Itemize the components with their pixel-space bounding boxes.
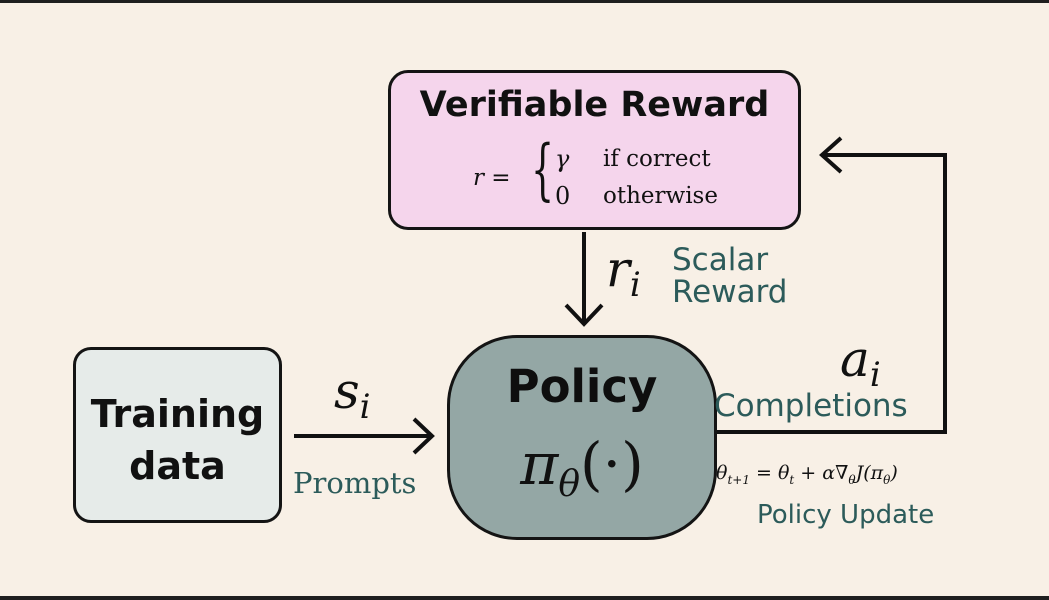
reward-case1-value: γ xyxy=(555,145,570,173)
training-data-box: Training data xyxy=(73,347,282,523)
reward-case2-value: 0 xyxy=(555,182,571,210)
completion-feedback-line xyxy=(717,153,947,434)
reward-title: Verifiable Reward xyxy=(419,85,770,125)
policy-subscript: θ xyxy=(558,464,581,505)
prompt-arrowhead xyxy=(412,417,435,455)
reward-signal-subscript: i xyxy=(629,265,641,305)
policy-title: Policy xyxy=(506,360,658,413)
reward-signal-symbol: ri xyxy=(606,240,641,305)
scalar-reward-label: Scalar Reward xyxy=(672,244,787,308)
feedback-arrowhead xyxy=(819,136,843,174)
policy-update-label: Policy Update xyxy=(757,500,935,530)
training-label-line1: Training xyxy=(90,392,265,436)
training-label-line2: data xyxy=(129,444,226,488)
reward-arrowhead xyxy=(564,303,604,327)
prompts-label: Prompts xyxy=(293,466,417,500)
prompt-subscript: i xyxy=(359,387,371,427)
policy-args: (·) xyxy=(580,430,644,498)
policy-box: Policy πθ(·) xyxy=(447,335,717,540)
verifiable-reward-box: Verifiable Reward r = { γ if correct 0 o… xyxy=(388,70,801,230)
policy-symbol: π xyxy=(520,430,559,498)
prompt-symbol: si xyxy=(334,362,371,427)
training-data-label: Training data xyxy=(76,388,279,492)
policy-function: πθ(·) xyxy=(450,430,714,505)
completion-symbol: ai xyxy=(840,330,881,395)
scalar-reward-label-line1: Scalar xyxy=(672,242,769,278)
completions-label: Completions xyxy=(714,388,908,424)
reward-formula-brace: { xyxy=(531,131,555,208)
reward-case2-condition: otherwise xyxy=(603,183,718,209)
completion-subscript: i xyxy=(869,355,881,395)
scalar-reward-label-line2: Reward xyxy=(672,274,788,310)
policy-update-equation: θt+1 = θt + α∇θJ(πθ) xyxy=(716,462,898,487)
reward-case1-condition: if correct xyxy=(603,146,711,172)
reward-formula-lhs: r = xyxy=(473,165,511,191)
